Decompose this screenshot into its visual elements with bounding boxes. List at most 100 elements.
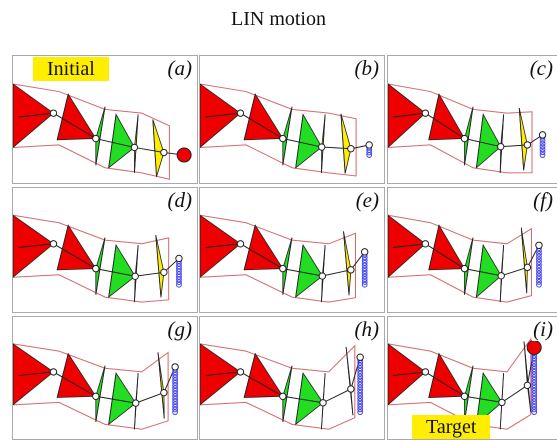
trail-point (172, 395, 179, 402)
joint-marker (236, 240, 245, 248)
trail-point (536, 264, 542, 271)
joint-marker (356, 353, 364, 361)
trail-point (357, 395, 364, 402)
trail-point (357, 384, 364, 391)
trail-point (531, 382, 538, 389)
link-edge (56, 225, 69, 270)
joint-marker (49, 368, 58, 376)
joint-marker (421, 109, 430, 117)
target-tag: Target (412, 415, 491, 439)
trail-point (172, 403, 179, 410)
backbone-line (18, 366, 176, 404)
joint-marker (49, 240, 58, 248)
trail-point (357, 403, 364, 410)
workspace-envelope (388, 83, 533, 174)
joint-marker (421, 240, 430, 248)
joint-marker (92, 392, 100, 401)
trail-point (531, 390, 538, 397)
panel-f: (f) (387, 187, 557, 313)
trail-point (357, 368, 364, 374)
joint-marker (497, 272, 505, 280)
joint-marker (160, 148, 168, 157)
panel-a: (a)Initial (12, 55, 198, 184)
link-edge (343, 231, 350, 296)
trail-point (172, 398, 179, 405)
trail-point (172, 385, 179, 392)
trail-point (536, 279, 542, 285)
trail-point (357, 390, 364, 396)
trail-point (361, 270, 368, 277)
trail-point (357, 406, 364, 413)
panel-i: (i) Target (387, 316, 557, 440)
trail-point (357, 373, 364, 380)
robot-snake-drawing (388, 337, 542, 430)
joint-marker (347, 145, 355, 153)
panel-d: (d) (12, 187, 198, 313)
trail-point (531, 376, 538, 383)
trail-point (357, 362, 364, 369)
joint-marker (498, 398, 506, 407)
link-edge (476, 244, 484, 298)
trail-point (536, 259, 542, 266)
trail-point (539, 149, 546, 156)
joint-marker (365, 141, 373, 149)
trail-point (531, 406, 538, 413)
joint-marker (347, 266, 355, 274)
workspace-envelope (388, 214, 532, 303)
panel-h: (h) (199, 316, 385, 440)
workspace-envelope (13, 83, 170, 180)
panel-label: (g) (166, 317, 193, 341)
trail-point (357, 387, 364, 394)
link-edge (108, 244, 117, 298)
link-edge (282, 106, 293, 166)
trail-point (172, 382, 179, 389)
link-edge (56, 94, 69, 140)
trail-point (361, 276, 368, 283)
joint-marker (160, 268, 168, 277)
trail-point (531, 393, 538, 399)
link-edge (518, 108, 525, 171)
trail-point (536, 267, 542, 274)
trail-point (536, 253, 542, 260)
joint-marker (347, 385, 355, 393)
trail-point (536, 262, 542, 268)
panel-label: (i) (532, 317, 554, 341)
link-edge (134, 114, 139, 173)
panel-label: (c) (528, 56, 554, 80)
trail-point (531, 366, 538, 372)
trail-point (539, 152, 546, 158)
trail-point (361, 257, 368, 263)
trail-point (361, 265, 368, 272)
trail-point (172, 379, 179, 386)
workspace-envelope (200, 83, 357, 177)
trail-point (357, 370, 364, 377)
trail-point (172, 374, 179, 381)
link-edge (282, 237, 293, 295)
trail-point (531, 379, 538, 386)
trail-point (357, 381, 364, 388)
joint-marker (460, 264, 469, 273)
trail-point (531, 409, 538, 416)
trail-point (531, 398, 538, 405)
link-edge (295, 114, 304, 168)
joint-marker (171, 363, 179, 371)
trail-point (536, 276, 542, 282)
robot-snake-drawing (200, 214, 369, 303)
trail-point (357, 379, 364, 385)
link-edge (428, 225, 440, 270)
robot-snake-drawing (13, 343, 179, 430)
link-edge (108, 114, 117, 168)
joint-marker (160, 388, 168, 397)
trail-point (357, 401, 364, 407)
trail-point (531, 395, 538, 402)
link-edge (95, 106, 106, 166)
joint-marker (92, 264, 100, 273)
panel-e: (e) (199, 187, 385, 313)
link-edge (243, 94, 256, 140)
joint-marker (538, 131, 547, 139)
trail-point (531, 358, 538, 364)
trail-point (531, 403, 538, 410)
robot-snake-drawing (13, 83, 192, 180)
link-edge (340, 113, 346, 174)
